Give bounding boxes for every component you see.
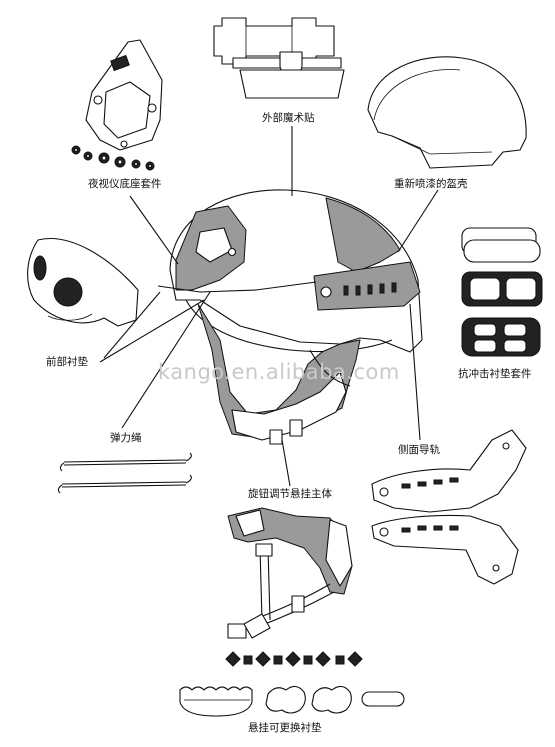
label-external-velcro: 外部魔术贴 [262, 112, 315, 124]
nvg-mount-kit [71, 39, 163, 171]
repainted-shell [367, 56, 527, 169]
dial-suspension [227, 507, 353, 639]
suspension-screws [225, 651, 363, 667]
main-helmet [157, 189, 423, 445]
label-replaceable-pads: 悬挂可更换衬垫 [248, 722, 322, 734]
replaceable-pads [179, 685, 405, 717]
watermark: kango.en.alibaba.com [158, 360, 400, 384]
label-front-pad: 前部衬垫 [46, 356, 88, 368]
front-pad [27, 238, 139, 327]
external-velcro-patches [213, 17, 345, 99]
label-nvg-mount-kit: 夜视仪底座套件 [88, 178, 162, 190]
label-dial-suspension: 旋钮调节悬挂主体 [248, 488, 332, 500]
leader-lines [99, 126, 439, 487]
side-rails [371, 429, 527, 585]
label-impact-pad-kit: 抗冲击衬垫套件 [458, 368, 532, 380]
label-repainted-shell: 重新喷漆的盔壳 [394, 178, 468, 190]
bungee-cords [57, 452, 192, 494]
label-side-rail: 侧面导轨 [398, 444, 440, 456]
impact-pad-kit [461, 227, 543, 357]
label-bungee-cord: 弹力绳 [110, 432, 142, 444]
